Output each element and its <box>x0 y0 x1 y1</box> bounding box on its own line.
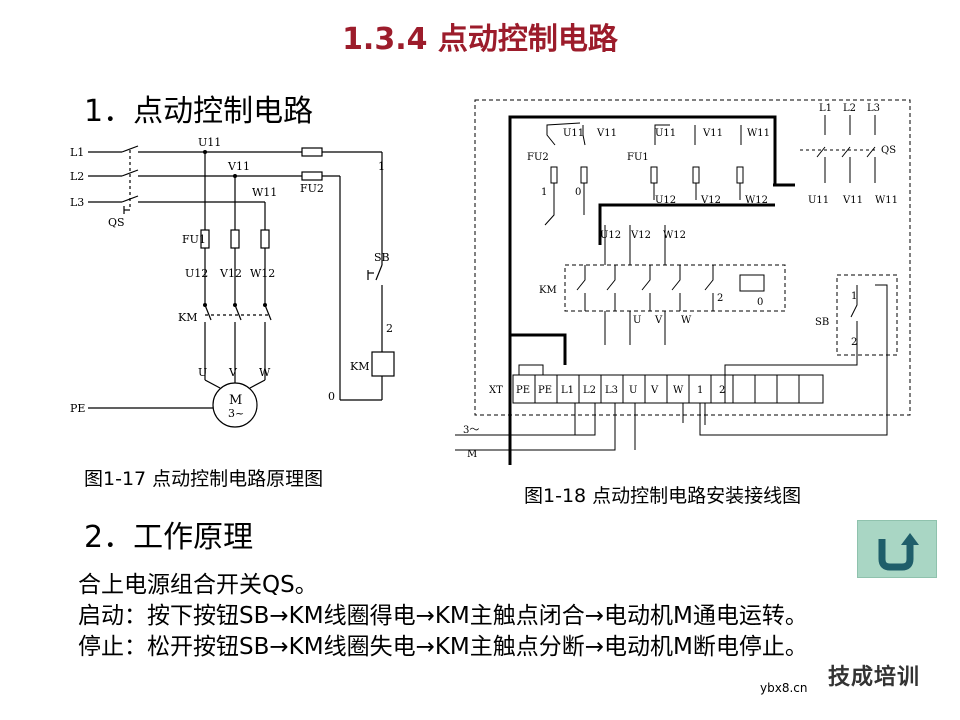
wl-f0: 0 <box>575 187 581 198</box>
wl-U11a: U11 <box>563 128 584 139</box>
wl-V11b: V11 <box>702 128 723 139</box>
wl-SB: SB <box>815 317 829 328</box>
return-button[interactable] <box>857 520 937 578</box>
wl-U11b: U11 <box>655 128 676 139</box>
wl-W11b: W11 <box>747 128 770 139</box>
wl-W11c: W11 <box>875 195 898 206</box>
wl-k0: 0 <box>757 297 763 308</box>
label-V12: V12 <box>219 267 242 280</box>
wl-tV: V <box>650 385 659 396</box>
label-node-2: 2 <box>386 322 393 335</box>
wl-s1: 1 <box>851 291 857 302</box>
wl-V11c: V11 <box>842 195 863 206</box>
principle-line: 合上电源组合开关QS。 <box>78 572 318 598</box>
label-node-0: 0 <box>328 390 335 403</box>
label-L2: L2 <box>70 170 84 183</box>
watermark-url: ybx8.cn <box>760 681 808 695</box>
wl-U12a: U12 <box>655 195 676 206</box>
principle-line: 启动：按下按钮SB→KM线圈得电→KM主触点闭合→电动机M通电运转。 <box>78 603 808 629</box>
wl-FU1: FU1 <box>627 152 649 163</box>
wl-U: U <box>633 315 641 326</box>
wl-V11a: V11 <box>596 128 617 139</box>
watermark-logo-text: 技成培训 <box>828 665 921 690</box>
wl-V12a: V12 <box>700 195 721 206</box>
label-U12: U12 <box>185 267 208 280</box>
wl-QS: QS <box>881 145 896 156</box>
wl-k2: 2 <box>717 293 723 304</box>
wl-f1: 1 <box>541 187 547 198</box>
wl-V: V <box>654 315 663 326</box>
wl-in3: 3～ <box>463 425 479 436</box>
wl-W12b: W12 <box>663 230 686 241</box>
label-FU2: FU2 <box>300 182 324 195</box>
wl-PE1: PE <box>516 385 530 396</box>
label-L3: L3 <box>70 196 84 209</box>
wl-U11c: U11 <box>808 195 829 206</box>
wl-L3: L3 <box>867 103 880 114</box>
wl-tW: W <box>673 385 684 396</box>
label-W11: W11 <box>252 186 277 199</box>
schematic-diagram: L1 L2 L3 QS U11 V11 W11 FU1 FU2 U12 V12 … <box>70 136 395 428</box>
label-PE: PE <box>70 402 85 415</box>
return-arrow-icon <box>878 533 919 571</box>
wl-t1: 1 <box>697 385 703 396</box>
wl-s2: 2 <box>851 337 857 348</box>
wl-W: W <box>681 315 692 326</box>
wl-U12b: U12 <box>600 230 621 241</box>
principle-text: 合上电源组合开关QS。 启动：按下按钮SB→KM线圈得电→KM主触点闭合→电动机… <box>78 570 808 663</box>
wiring-diagram: L1 L2 L3 QS U11 V11 U11 V11 W11 U11 V11 … <box>455 99 911 465</box>
figure-caption-2: 图1-18 点动控制电路安装接线图 <box>524 485 802 507</box>
label-motor-M: M <box>229 393 242 408</box>
label-V: V <box>228 366 238 379</box>
label-L1: L1 <box>70 146 84 159</box>
wl-t2: 2 <box>719 385 725 396</box>
label-FU1: FU1 <box>182 233 206 246</box>
label-motor-3ph: 3~ <box>228 407 244 420</box>
label-KM-coil: KM <box>350 360 369 373</box>
label-U11: U11 <box>198 136 221 149</box>
label-KM: KM <box>178 311 197 324</box>
wl-FU2: FU2 <box>527 152 549 163</box>
wl-tU: U <box>629 385 637 396</box>
wl-L2: L2 <box>843 103 856 114</box>
figure-caption-1: 图1-17 点动控制电路原理图 <box>84 468 324 490</box>
wl-L1: L1 <box>819 103 832 114</box>
principle-line: 停止：松开按钮SB→KM线圈失电→KM主触点分断→电动机M断电停止。 <box>78 634 808 660</box>
label-SB: SB <box>374 251 390 264</box>
label-U: U <box>198 366 207 379</box>
wl-inM: M <box>467 449 477 460</box>
wl-W12a: W12 <box>745 195 768 206</box>
wl-tL3: L3 <box>605 385 618 396</box>
wl-PE2: PE <box>538 385 552 396</box>
label-node-1: 1 <box>378 160 385 173</box>
slide-title: 1.3.4 点动控制电路 <box>342 22 618 57</box>
label-W: W <box>259 366 271 379</box>
label-W12: W12 <box>250 267 275 280</box>
section-heading-1: 1．点动控制电路 <box>84 94 314 129</box>
wl-XT: XT <box>489 385 503 396</box>
section-heading-2: 2．工作原理 <box>84 520 254 555</box>
wl-KM: KM <box>539 285 557 296</box>
label-V11: V11 <box>227 160 250 173</box>
wl-V12b: V12 <box>630 230 651 241</box>
wl-tL2: L2 <box>583 385 596 396</box>
wl-tL1: L1 <box>561 385 574 396</box>
label-QS: QS <box>108 216 125 229</box>
